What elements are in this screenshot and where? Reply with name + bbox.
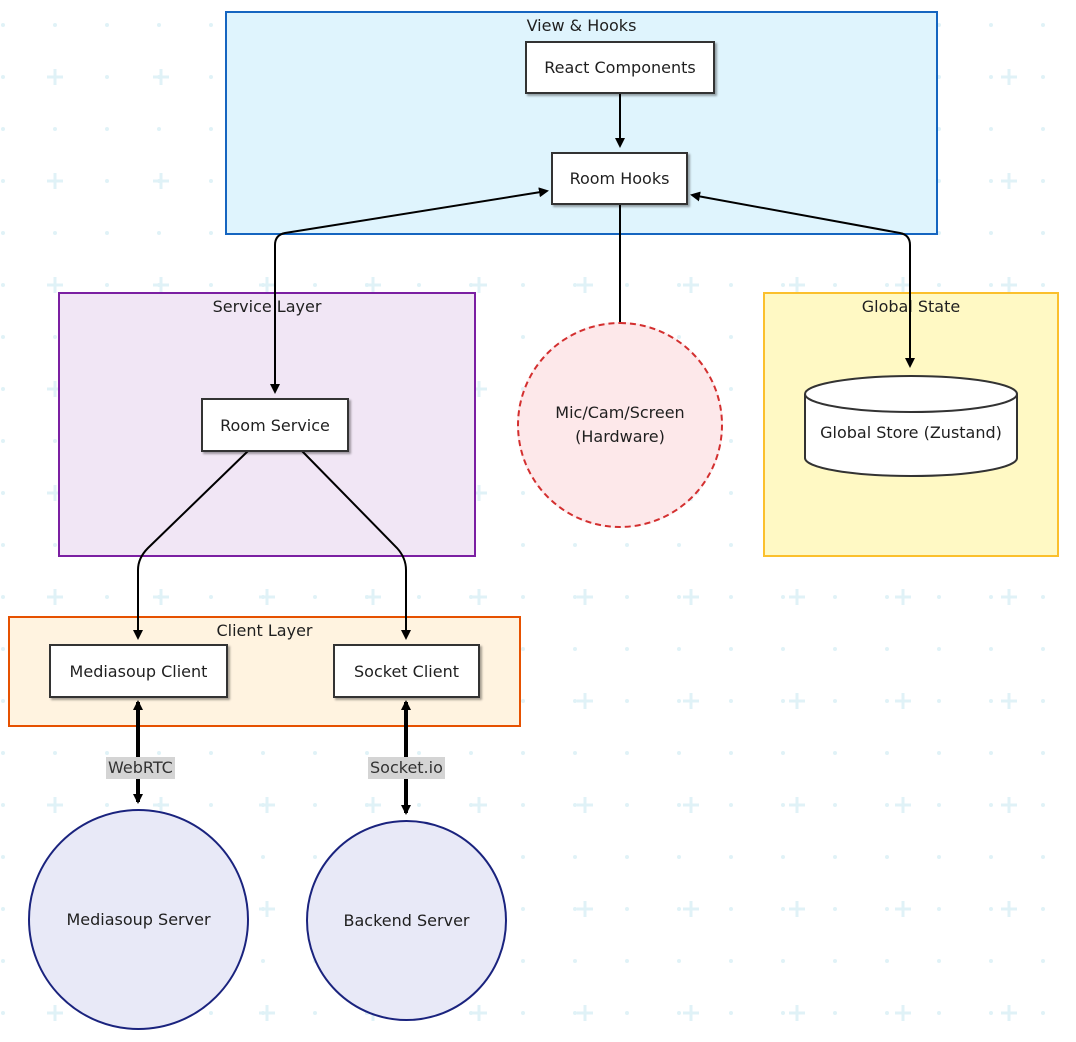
node-backend-server[interactable]: Backend Server	[306, 820, 507, 1021]
node-hardware[interactable]: Mic/Cam/Screen (Hardware)	[517, 322, 723, 528]
group-label-client-layer: Client Layer	[216, 621, 313, 640]
node-mediasoup-server[interactable]: Mediasoup Server	[28, 809, 249, 1030]
group-label-global-state: Global State	[861, 297, 961, 316]
hardware-label-line1: Mic/Cam/Screen	[555, 403, 685, 422]
edge-label-webrtc: WebRTC	[106, 757, 175, 779]
node-socket-client[interactable]: Socket Client	[333, 644, 480, 698]
global-store-label: Global Store (Zustand)	[820, 423, 1002, 442]
hardware-label-line2: (Hardware)	[575, 427, 665, 446]
node-room-service[interactable]: Room Service	[201, 398, 349, 452]
edge-label-socketio: Socket.io	[368, 757, 445, 779]
node-mediasoup-client[interactable]: Mediasoup Client	[49, 644, 228, 698]
database-cylinder-icon	[804, 375, 1018, 477]
node-react-components[interactable]: React Components	[525, 41, 715, 94]
node-global-store[interactable]: Global Store (Zustand)	[803, 372, 1019, 480]
node-room-hooks[interactable]: Room Hooks	[551, 152, 688, 205]
group-label-service-layer: Service Layer	[212, 297, 322, 316]
group-label-view-hooks: View & Hooks	[526, 16, 637, 35]
